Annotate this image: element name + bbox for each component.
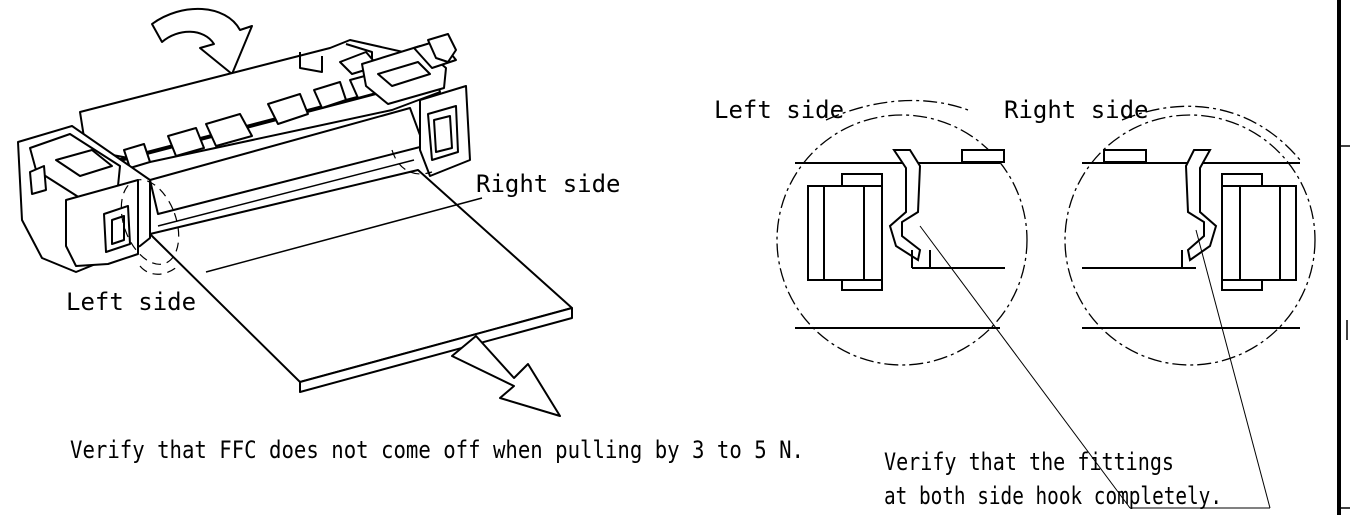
right-detail-circle — [1064, 114, 1316, 366]
pull-direction-arrow-icon — [451, 335, 561, 417]
drawing-border — [1337, 0, 1350, 515]
leader-lines — [919, 225, 1271, 509]
iso-left-side-label: Left side — [66, 288, 196, 316]
detail-callout-marks — [120, 149, 433, 275]
iso-right-side-label: Right side — [476, 170, 621, 198]
left-detail-circle — [776, 114, 1028, 366]
ffc-cable — [149, 169, 573, 383]
left-end-bracket — [29, 133, 139, 267]
right-end-bracket — [339, 33, 471, 177]
hook-instruction-line2: at both side hook completely. — [884, 482, 1222, 510]
detail-views — [776, 99, 1316, 509]
detail-right-side-label: Right side — [1004, 96, 1149, 124]
isometric-connector-view — [17, 7, 573, 417]
rotate-arrow-icon — [151, 7, 253, 75]
pull-instruction-text: Verify that FFC does not come off when p… — [70, 436, 804, 464]
detail-left-side-label: Left side — [714, 96, 844, 124]
hook-instruction-line1: Verify that the fittings — [884, 448, 1174, 476]
